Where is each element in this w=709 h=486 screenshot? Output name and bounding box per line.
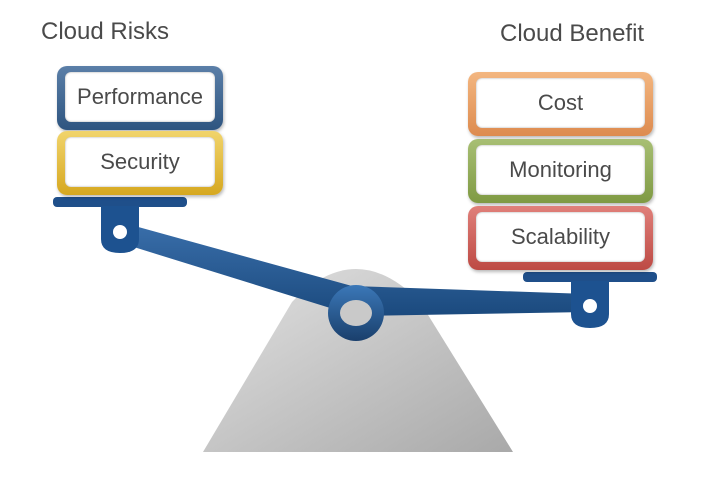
risk-card-label: Security: [65, 137, 215, 187]
center-hub-hole: [340, 300, 372, 326]
risk-card-performance: Performance: [57, 66, 223, 130]
left-pivot-pin: [113, 225, 127, 239]
right-pivot-pin: [583, 299, 597, 313]
benefit-card-monitoring: Monitoring: [468, 139, 653, 203]
left-pan-plate: [53, 197, 187, 207]
benefit-card-label: Scalability: [476, 212, 645, 262]
benefit-card-scalability: Scalability: [468, 206, 653, 270]
benefit-card-label: Monitoring: [476, 145, 645, 195]
risk-card-security: Security: [57, 131, 223, 195]
scale-beam: [120, 222, 588, 316]
risk-card-label: Performance: [65, 72, 215, 122]
benefit-card-label: Cost: [476, 78, 645, 128]
benefit-heading: Cloud Benefit: [500, 20, 645, 47]
risks-heading: Cloud Risks: [41, 18, 170, 45]
right-pan-plate: [523, 272, 657, 282]
fulcrum: [203, 269, 513, 452]
benefit-card-cost: Cost: [468, 72, 653, 136]
